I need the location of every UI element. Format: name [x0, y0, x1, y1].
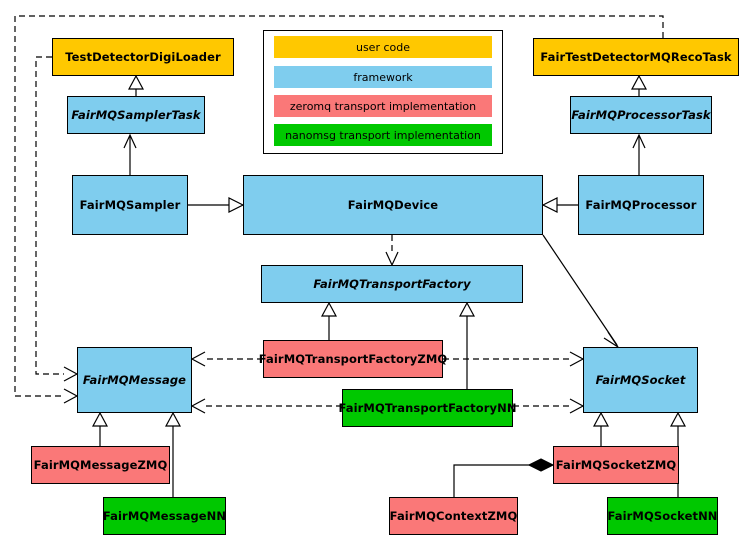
class-node-fairmqdevice[interactable]: FairMQDevice	[243, 175, 543, 235]
legend-item-user-code: user code	[274, 36, 492, 58]
class-node-fairmqprocessortask[interactable]: FairMQProcessorTask	[570, 96, 712, 134]
class-label-fairmqmessagezmq: FairMQMessageZMQ	[33, 457, 168, 472]
edge-processor-to-processortask	[632, 133, 646, 175]
edge-device-to-socket	[542, 234, 619, 348]
class-node-fairmqtransportfactorynn[interactable]: FairMQTransportFactoryNN	[338, 389, 516, 427]
class-node-fairmqtransportfactoryzmq[interactable]: FairMQTransportFactoryZMQ	[259, 340, 447, 378]
legend-item-framework: framework	[274, 66, 492, 88]
class-label-fairmqmessagenn: FairMQMessageNN	[102, 508, 227, 523]
edge-factoryzmq-to-message	[190, 351, 263, 367]
class-label-fairmqdevice: FairMQDevice	[347, 197, 439, 212]
class-node-fairmqtransportfactory[interactable]: FairMQTransportFactory	[261, 265, 523, 303]
edge-device-to-transportfactory	[385, 235, 399, 267]
legend-item-nanomsg: nanomsg transport implementation	[274, 124, 492, 146]
class-label-fairmqsamplertask: FairMQSamplerTask	[71, 107, 201, 122]
class-node-fairmqsocketzmq[interactable]: FairMQSocketZMQ	[553, 446, 679, 484]
class-label-fairmqsampler: FairMQSampler	[79, 197, 181, 212]
edge-socketzmq-to-socket	[592, 411, 610, 446]
class-node-testdetectordigiloader[interactable]: TestDetectorDigiLoader	[52, 38, 234, 76]
legend-label-framework: framework	[353, 70, 413, 84]
class-node-fairmqsampler[interactable]: FairMQSampler	[72, 175, 188, 235]
edge-sampler-to-device	[188, 197, 245, 213]
class-node-fairmqsamplertask[interactable]: FairMQSamplerTask	[67, 96, 205, 134]
class-label-fairmqmessage: FairMQMessage	[82, 372, 187, 387]
class-label-fairmqcontextzmq: FairMQContextZMQ	[389, 508, 518, 523]
edge-processor-to-device	[541, 197, 578, 213]
class-node-fairmqsocketnn[interactable]: FairMQSocketNN	[607, 497, 718, 535]
class-label-fairmqtransportfactory: FairMQTransportFactory	[313, 276, 471, 291]
legend-label-user-code: user code	[355, 40, 411, 54]
class-label-fairmqsocketzmq: FairMQSocketZMQ	[555, 457, 677, 472]
edge-factorynn-to-message	[190, 398, 342, 414]
edge-sampler-to-samplertask	[123, 133, 137, 175]
class-node-fairmqmessage[interactable]: FairMQMessage	[77, 347, 192, 413]
class-node-fairmqprocessor[interactable]: FairMQProcessor	[578, 175, 704, 235]
class-node-fairmqcontextzmq[interactable]: FairMQContextZMQ	[389, 497, 518, 535]
legend-item-zeromq: zeromq transport implementation	[274, 95, 492, 117]
class-label-fairtestdetectormqrecotask: FairTestDetectorMQRecoTask	[540, 49, 732, 64]
edge-factorynn-to-factory	[458, 301, 476, 389]
edge-contextzmq-to-socketzmq	[453, 458, 555, 497]
edge-factoryzmq-to-socket	[443, 351, 585, 367]
edge-processortask-to-recotask	[630, 74, 648, 96]
class-label-fairmqtransportfactorynn: FairMQTransportFactoryNN	[338, 400, 517, 415]
class-node-fairtestdetectormqrecotask[interactable]: FairTestDetectorMQRecoTask	[533, 38, 739, 76]
class-node-fairmqsocket[interactable]: FairMQSocket	[583, 347, 698, 413]
class-label-fairmqsocketnn: FairMQSocketNN	[607, 508, 718, 523]
edge-factorynn-to-socket	[513, 398, 585, 414]
class-label-fairmqprocessor: FairMQProcessor	[585, 197, 697, 212]
class-label-testdetectordigiloader: TestDetectorDigiLoader	[65, 49, 221, 64]
edge-factoryzmq-to-factory	[320, 301, 338, 340]
edge-messagezmq-to-message	[91, 411, 109, 446]
edge-samplertask-to-digiloader	[127, 74, 145, 96]
class-node-fairmqmessagenn[interactable]: FairMQMessageNN	[103, 497, 226, 535]
legend-label-nanomsg: nanomsg transport implementation	[285, 128, 481, 142]
class-node-fairmqmessagezmq[interactable]: FairMQMessageZMQ	[31, 446, 170, 484]
class-label-fairmqtransportfactoryzmq: FairMQTransportFactoryZMQ	[258, 351, 448, 366]
legend-label-zeromq: zeromq transport implementation	[289, 99, 477, 113]
class-label-fairmqprocessortask: FairMQProcessorTask	[571, 107, 711, 122]
class-label-fairmqsocket: FairMQSocket	[595, 372, 686, 387]
